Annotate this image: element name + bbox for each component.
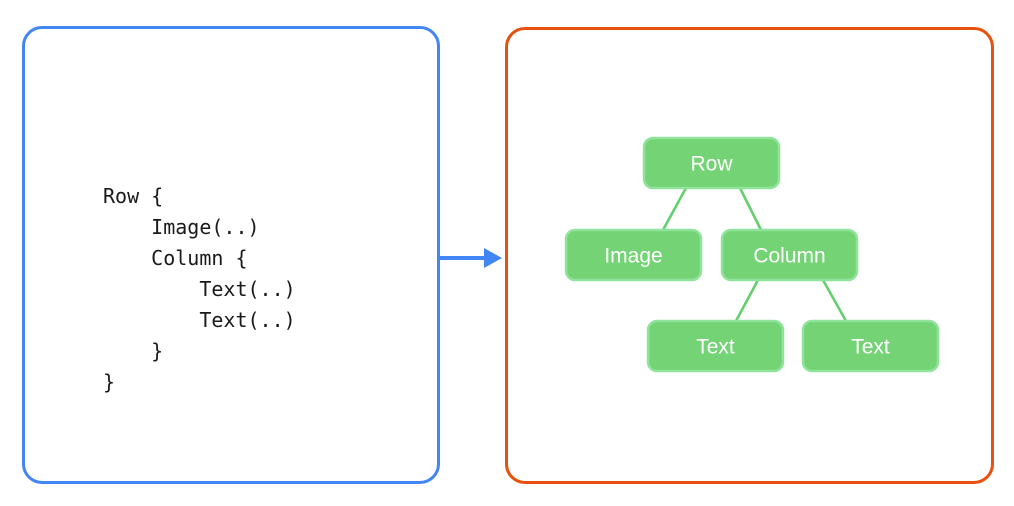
transforms-to-arrow bbox=[438, 248, 502, 268]
edge-column-text2 bbox=[821, 278, 848, 323]
tree-node-text-2[interactable]: Text bbox=[801, 319, 940, 373]
tree-edges bbox=[661, 186, 848, 323]
node-label-row: Row bbox=[690, 153, 733, 176]
edge-row-image bbox=[661, 186, 688, 232]
tree-node-image[interactable]: Image bbox=[564, 228, 703, 282]
code-panel: Row { Image(..) Column { Text(..) Text(.… bbox=[22, 26, 440, 484]
node-box-column bbox=[720, 228, 859, 282]
tree-panel: Row Image Column Text Text bbox=[505, 27, 994, 484]
edge-row-column bbox=[738, 186, 763, 232]
node-box-image bbox=[564, 228, 703, 282]
node-box-text-2 bbox=[801, 319, 940, 373]
tree-node-column[interactable]: Column bbox=[720, 228, 859, 282]
edge-column-text1 bbox=[734, 278, 760, 323]
node-label-image: Image bbox=[604, 245, 662, 268]
code-snippet: Row { Image(..) Column { Text(..) Text(.… bbox=[103, 184, 296, 394]
node-label-column: Column bbox=[753, 245, 825, 268]
node-box-text-1 bbox=[646, 319, 785, 373]
tree-node-text-1[interactable]: Text bbox=[646, 319, 785, 373]
node-label-text-1: Text bbox=[696, 336, 735, 359]
node-box-row bbox=[642, 136, 781, 190]
widget-tree: Row Image Column Text Text bbox=[564, 136, 940, 373]
node-label-text-2: Text bbox=[851, 336, 890, 359]
tree-node-row[interactable]: Row bbox=[642, 136, 781, 190]
